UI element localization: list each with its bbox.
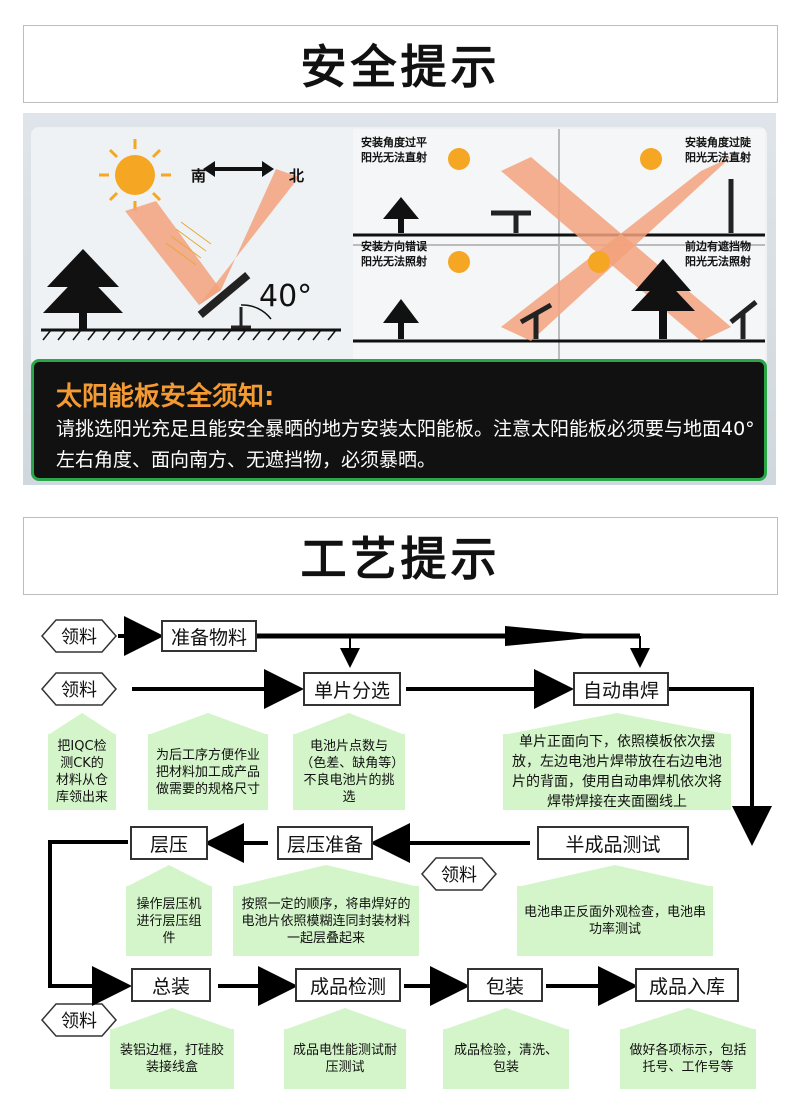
panel-caption-flat: 安装角度过平阳光无法直射 [361,136,427,164]
lingliao-hex-3 [421,857,497,891]
lingliao-hex-1 [41,619,117,653]
note-semi: 电池串正反面外观检查，电池串功率测试 [517,886,713,956]
lingliao-hex-2 [41,672,117,706]
node-cengya-zhunbei: 层压准备 [277,826,373,860]
safety-diagram-area: 南 北 40° 安装角度过平阳光无法直射 安装角度过陡阳光无法直射 安装方向错误… [31,127,767,367]
tree-small-icons [383,197,695,339]
safety-illustration: 南 北 40° 安装角度过平阳光无法直射 安装角度过陡阳光无法直射 安装方向错误… [23,113,776,485]
solar-panel-icon [197,272,272,329]
safety-title: 安全提示 [23,25,778,103]
process-title: 工艺提示 [23,517,778,595]
lingliao-label-4: 领料 [61,1011,97,1032]
panel-caption-direction: 安装方向错误阳光无法照射 [361,240,427,268]
panel-caption-obstruction: 前边有遮挡物阳光无法照射 [685,240,751,268]
installation-diagram [41,129,765,365]
sun-icon [99,139,171,211]
notice-body: 请挑选阳光充足且能安全暴晒的地方安装太阳能板。注意太阳能板必须要与地面40°左右… [56,418,755,471]
node-baozhuang: 包装 [467,968,543,1002]
safety-notice: 太阳能板安全须知: 请挑选阳光充足且能安全暴晒的地方安装太阳能板。注意太阳能板必… [31,359,767,481]
note-weld: 单片正面向下，依照模板依次摆放，左边电池片焊带放在右边电池片的背面，使用自动串焊… [503,734,731,810]
note-lam-prep: 按照一定的顺序，将串焊好的电池片依照模糊连同封装材料一起层叠起来 [233,886,419,956]
note-pack: 成品检验，清洗、包装 [443,1029,569,1089]
process-flow-connectors [41,616,772,1037]
direction-arrow-icon [203,161,274,177]
note-assembly: 装铝边框，打硅胶装接线盒 [110,1029,234,1089]
node-ruku: 成品入库 [635,968,739,1002]
notice-title: 太阳能板安全须知: [56,382,275,412]
angle-label: 40° [259,279,313,314]
node-zhunbei: 准备物料 [161,620,257,652]
node-cengya: 层压 [130,826,208,860]
lingliao-label-1: 领料 [61,627,97,648]
node-danpian: 单片分选 [303,672,401,706]
sun-small-icons [448,148,662,273]
note-inspect: 成品电性能测试耐压测试 [284,1029,406,1089]
lingliao-label-3: 领料 [441,865,477,886]
node-zongzhuang: 总装 [131,968,211,1002]
note-store: 做好各项标示，包括托号、工作号等 [620,1029,756,1089]
tree-icon [43,249,123,329]
note-prep: 为后工序方便作业把材料加工成产品做需要的规格尺寸 [148,734,268,810]
south-label: 南 [191,167,207,185]
note-lam-op: 操作层压机进行层压组件 [126,886,212,956]
note-sort: 电池片点数与（色差、缺角等）不良电池片的挑选 [293,734,405,810]
node-chengpin-jiance: 成品检测 [295,968,401,1002]
note-iqc: 把IQC检测CK的材料从仓库领出来 [48,734,116,810]
north-label: 北 [289,167,305,185]
lingliao-label-2: 领料 [61,680,97,701]
node-banchengpin: 半成品测试 [537,826,689,860]
panel-caption-steep: 安装角度过陡阳光无法直射 [685,136,751,164]
node-zidong: 自动串焊 [573,672,669,706]
